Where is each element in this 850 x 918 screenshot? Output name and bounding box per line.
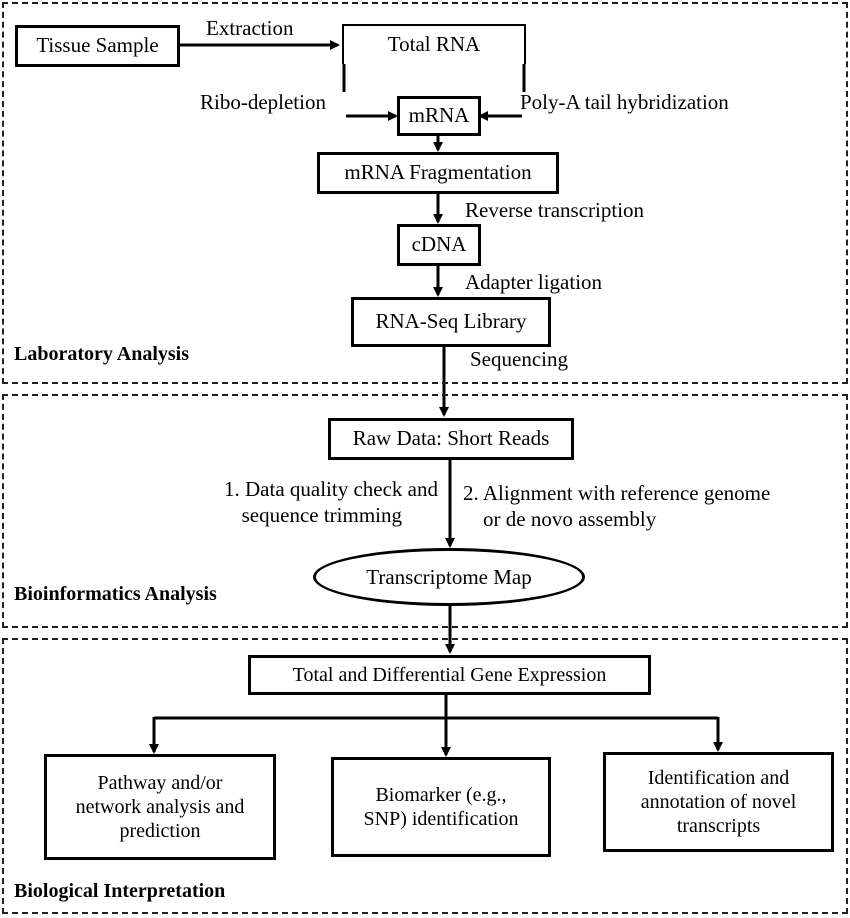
node-rna-seq-library: RNA-Seq Library [351,297,551,347]
node-transcriptome-map: Transcriptome Map [313,548,585,606]
biomarker-line1: Biomarker (e.g., [375,784,507,806]
node-mrna: mRNA [397,96,481,136]
novel-line2: annotation of novel [640,791,797,813]
section-laboratory [2,2,848,384]
section-title-interpretation: Biological Interpretation [14,880,226,902]
node-mrna-fragmentation: mRNA Fragmentation [317,152,559,194]
node-pathway-analysis: Pathway and/or network analysis and pred… [44,754,276,860]
pathway-line2: network analysis and [75,796,245,818]
section-interpretation [2,638,848,914]
novel-line1: Identification and [647,767,790,789]
label-alignment-line1: 2. Alignment with reference genome [463,481,771,505]
node-tissue-sample: Tissue Sample [15,25,180,67]
node-total-rna: Total RNA [342,24,526,64]
section-bioinformatics [2,394,848,628]
label-quality-check-line1: 1. Data quality check and [224,477,438,501]
pathway-line1: Pathway and/or [97,772,223,794]
label-extraction: Extraction [206,16,294,40]
label-alignment: 2. Alignment with reference genome or de… [463,480,843,533]
node-raw-data: Raw Data: Short Reads [328,418,574,460]
label-reverse-transcription: Reverse transcription [465,198,645,222]
node-novel-transcripts: Identification and annotation of novel t… [603,752,834,852]
biomarker-line2: SNP) identification [363,808,519,830]
label-sequencing: Sequencing [470,347,568,371]
node-cdna: cDNA [397,224,481,266]
label-quality-check: 1. Data quality check and sequence trimm… [176,476,438,529]
label-adapter-ligation: Adapter ligation [465,270,603,294]
section-title-laboratory: Laboratory Analysis [14,343,190,365]
section-title-bioinformatics: Bioinformatics Analysis [14,583,217,605]
label-alignment-line2: or de novo assembly [483,507,657,532]
novel-line3: transcripts [676,815,761,837]
label-quality-check-line2: sequence trimming [241,503,402,528]
pathway-line3: prediction [119,820,201,842]
node-gene-expression: Total and Differential Gene Expression [248,655,651,695]
node-biomarker: Biomarker (e.g., SNP) identification [331,757,551,857]
label-poly-a: Poly-A tail hybridization [520,90,729,114]
label-ribo-depletion: Ribo-depletion [200,90,326,114]
